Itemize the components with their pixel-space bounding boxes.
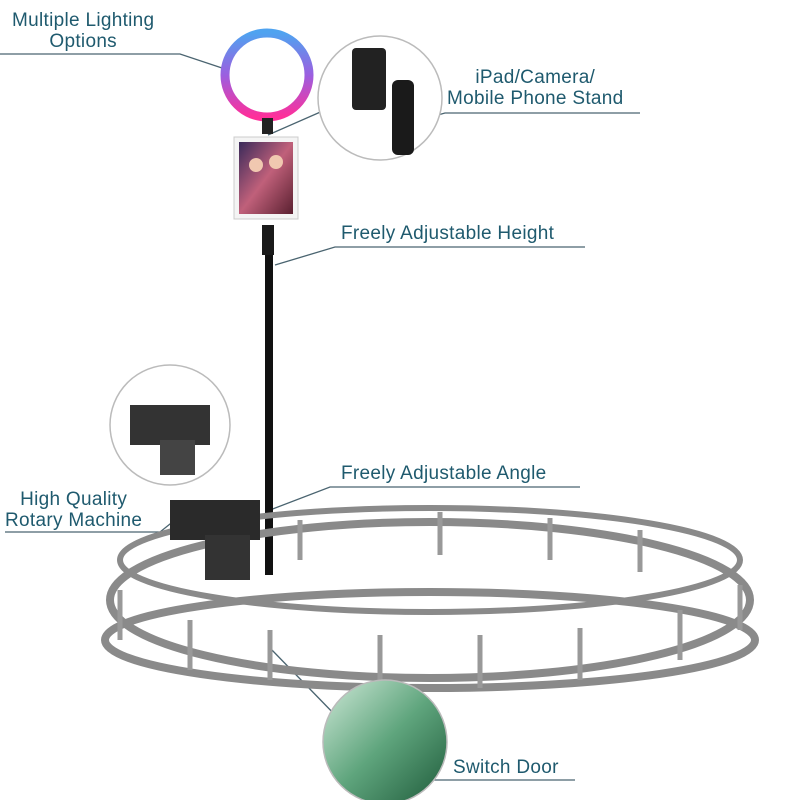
label-rotary-line2: Rotary Machine bbox=[5, 510, 143, 531]
label-door: Switch Door bbox=[453, 757, 559, 778]
label-rotary: High Quality Rotary Machine bbox=[5, 489, 142, 531]
label-stand: iPad/Camera/ Mobile Phone Stand bbox=[447, 67, 624, 109]
rotary-machine-motor bbox=[205, 535, 250, 580]
telescopic-pole bbox=[265, 255, 273, 575]
selfie-photo bbox=[239, 142, 293, 214]
label-lighting-line2: Options bbox=[49, 31, 117, 52]
label-rotary-line1: High Quality bbox=[20, 489, 128, 510]
ring-light-mount bbox=[262, 118, 273, 134]
rotary-detail-housing bbox=[130, 405, 210, 445]
label-angle: Freely Adjustable Angle bbox=[341, 463, 547, 484]
ring-light bbox=[220, 28, 314, 122]
rotary-detail-motor bbox=[160, 440, 195, 475]
rotary-machine bbox=[170, 500, 260, 540]
switch-door-detail bbox=[322, 679, 448, 800]
ball-head-mount bbox=[262, 225, 274, 255]
label-lighting: Multiple Lighting Options bbox=[12, 10, 154, 52]
label-height: Freely Adjustable Height bbox=[341, 223, 555, 244]
label-stand-line2: Mobile Phone Stand bbox=[447, 88, 624, 109]
photo-face bbox=[269, 155, 283, 169]
phone-clamp bbox=[352, 48, 386, 110]
photo-face bbox=[249, 158, 263, 172]
stand-arm bbox=[392, 80, 414, 155]
label-lighting-line1: Multiple Lighting bbox=[12, 10, 155, 31]
frame-posts bbox=[117, 512, 743, 688]
label-stand-line1: iPad/Camera/ bbox=[475, 67, 596, 88]
platform-frame bbox=[101, 505, 759, 692]
